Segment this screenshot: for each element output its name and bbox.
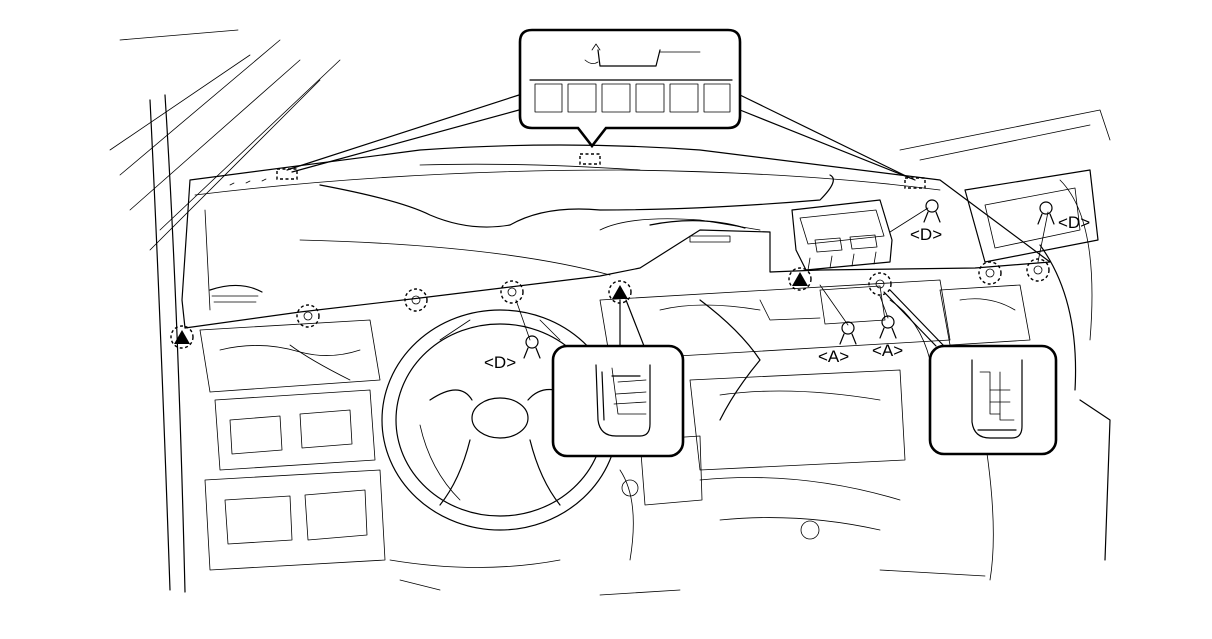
label-d-right-1: <D>	[910, 225, 942, 244]
windshield-pillar	[109, 29, 341, 593]
right-body-frame	[899, 109, 1111, 581]
screw-icon	[879, 315, 897, 339]
label-a-2: <A>	[872, 341, 903, 360]
claw-detail-callout	[551, 344, 685, 458]
dashboard-internals	[199, 279, 1031, 596]
screw-icon	[523, 335, 541, 359]
claw-triangle-icon	[170, 325, 194, 349]
clip-detail-callout	[928, 344, 1058, 456]
claw-locations	[170, 267, 812, 349]
passenger-bracket	[791, 199, 893, 271]
screw-icon	[839, 321, 857, 345]
clip-circle-icon	[500, 280, 524, 304]
clip-locations	[296, 258, 1050, 328]
instrument-panel-upper-pad	[181, 144, 1051, 329]
screw-icon	[1037, 201, 1055, 225]
screw-d-right-1	[889, 199, 941, 233]
label-a-1: <A>	[818, 347, 849, 366]
clip-circle-icon	[1026, 258, 1050, 282]
screw-d-right-2	[1037, 201, 1055, 263]
clip-circle-icon	[404, 288, 428, 312]
clip-circle-icon	[868, 272, 892, 296]
screw-d-center	[515, 299, 541, 359]
label-d-right-2: <D>	[1058, 213, 1090, 232]
top-clip-detail-callout	[518, 28, 742, 149]
top-callout-leaders	[286, 94, 916, 181]
clip-circle-icon	[296, 304, 320, 328]
screw-a-2	[879, 295, 897, 339]
diagram-labels: <D> <D> <D> <A> <A>	[484, 213, 1090, 372]
steering-wheel	[381, 309, 619, 531]
screw-a-1	[819, 284, 857, 345]
screw-icon	[923, 199, 941, 223]
label-d-center: <D>	[484, 353, 516, 372]
claw-triangle-icon	[788, 267, 812, 291]
clip-circle-icon	[978, 261, 1002, 285]
lower-callout-leaders	[619, 289, 945, 347]
